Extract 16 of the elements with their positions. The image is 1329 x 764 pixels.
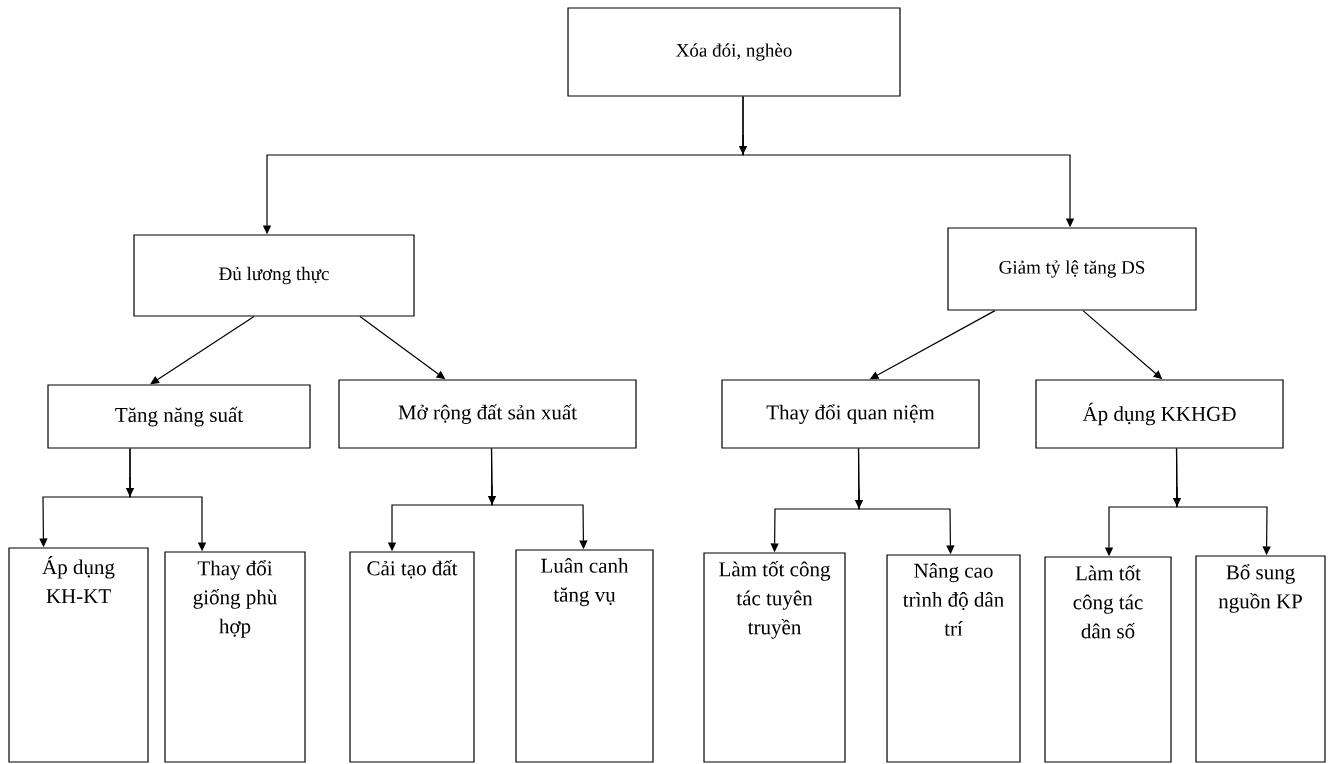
text-box: Làm tốt công tác dân số [1044,556,1172,763]
text-box: Giảm tỷ lệ tăng DS [947,227,1197,311]
text-box: Làm tốt công tác tuyên truyền [703,552,846,763]
text-box: Mở rộng đất sản xuất [338,379,637,449]
text-box: Áp dụng KKHGĐ [1035,379,1284,449]
text-box: Thay đổi quan niệm [721,379,980,449]
text-box: Cải tạo đất [349,551,475,763]
text-box: Đủ lương thực [133,234,415,317]
text-box: Luân canh tăng vụ [515,549,654,763]
text-box: Xóa đói, nghèo [567,7,901,97]
text-box: Bổ sung nguồn KP [1195,555,1326,763]
text-box: Thay đổi giống phù hợp [164,551,306,763]
arrow [150,376,160,385]
text-box: Áp dụng KH-KT [8,547,149,763]
text-box: Tăng năng suất [47,384,311,449]
text-box: Nâng cao trình độ dân trí [886,554,1021,763]
